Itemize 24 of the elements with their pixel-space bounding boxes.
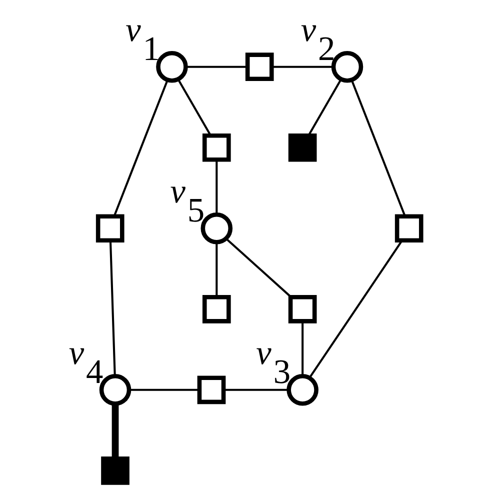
connector [301, 322, 304, 376]
connector [308, 240, 402, 378]
connector [350, 80, 406, 217]
connector [111, 404, 118, 458]
node-box [202, 294, 230, 324]
connector [176, 78, 211, 136]
node-box [394, 214, 423, 243]
connector [223, 388, 288, 391]
connector [215, 160, 218, 214]
node-box [100, 456, 129, 485]
node-box [244, 52, 274, 82]
node-box [288, 133, 316, 162]
node-box [202, 133, 230, 162]
connector [271, 66, 333, 68]
connector [225, 238, 291, 298]
connector [108, 240, 116, 376]
node-box [95, 214, 124, 243]
connector [129, 388, 199, 391]
node-box [196, 376, 226, 404]
connector [215, 242, 218, 297]
connector [307, 78, 342, 136]
connector [112, 80, 168, 217]
connector [186, 66, 246, 68]
node-box [288, 294, 316, 324]
